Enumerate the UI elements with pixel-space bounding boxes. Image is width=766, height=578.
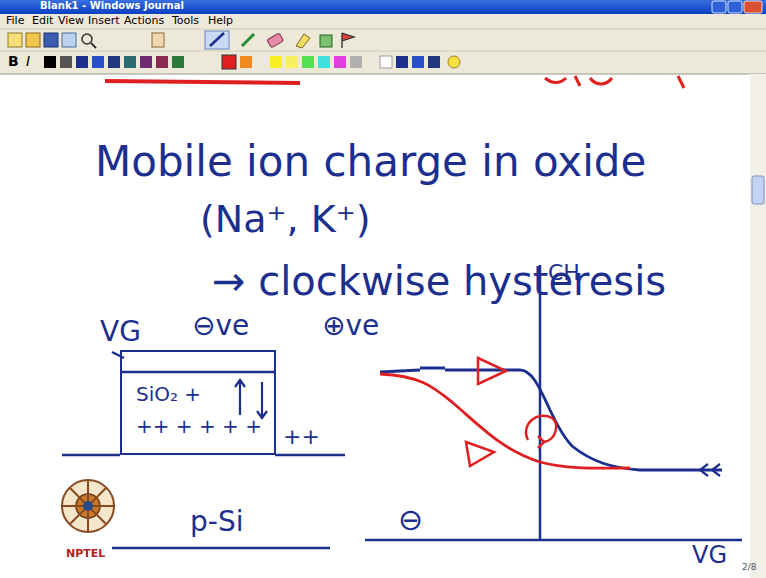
scroll-thumb <box>752 176 764 204</box>
separator <box>0 51 766 52</box>
clockwise-symbol <box>526 416 556 448</box>
handwritten-note: ⊕ve <box>322 310 379 342</box>
toolbar-icons <box>8 31 354 49</box>
title-bar <box>0 0 766 14</box>
ion-charges: ++ + + + + <box>136 414 262 438</box>
heading: Mobile ion charge in oxide <box>95 138 646 186</box>
y-axis <box>539 265 542 540</box>
menu-item: Edit <box>32 15 53 28</box>
blue-cv-curve <box>380 368 722 470</box>
red-cv-curve <box>380 374 630 468</box>
handwritten-note: ⊖ve <box>192 310 249 342</box>
close-button <box>744 1 762 13</box>
handwritten-note: NPTEL <box>66 548 105 561</box>
oxide-box: SiO₂ + ++ + + + + <box>120 350 276 455</box>
handwritten-note: ⊖ <box>398 503 423 538</box>
separator <box>0 74 766 75</box>
color-swatches <box>44 55 460 69</box>
menu-item: Tools <box>172 15 199 28</box>
handwritten-note: VG <box>100 316 141 348</box>
handwritten-note: VG <box>692 542 727 570</box>
sweep-arrow <box>466 442 494 466</box>
handwritten-note: p-Si <box>190 506 243 538</box>
red-underline <box>105 81 300 83</box>
ion-drift-arrow <box>235 380 245 415</box>
substrate-bottom <box>112 547 330 550</box>
sweep-arrow <box>478 358 506 384</box>
toolbar-area <box>0 14 766 74</box>
menu-item: Insert <box>88 15 120 28</box>
handwritten-note: CH <box>548 260 580 285</box>
handwritten-note: ++ <box>283 424 320 449</box>
nptel-logo <box>62 480 114 532</box>
scroll-bar <box>750 74 766 578</box>
menu-item: File <box>6 15 24 28</box>
menu-item: Actions <box>124 15 164 28</box>
window-title: Blank1 - Windows Journal <box>40 0 184 12</box>
menu-item: B <box>8 53 19 69</box>
window-button <box>728 1 742 13</box>
handwritten-note: (Na⁺, K⁺) <box>200 198 371 242</box>
separator <box>0 29 766 30</box>
red-ink-fragment <box>545 76 684 88</box>
gate-electrode <box>120 371 276 374</box>
x-axis <box>365 539 742 542</box>
gate-wire <box>112 352 124 358</box>
window-button <box>712 1 726 13</box>
menu-item: View <box>58 15 84 28</box>
handwritten-note: → clockwise hysteresis <box>212 258 666 304</box>
menu-item: Help <box>208 15 233 28</box>
material-label: SiO₂ + <box>136 382 262 406</box>
sweep-arrow <box>700 464 720 476</box>
menu-item: I <box>26 53 30 69</box>
handwritten-note: 2/8 <box>742 562 756 572</box>
ion-drift-arrow <box>257 382 267 418</box>
